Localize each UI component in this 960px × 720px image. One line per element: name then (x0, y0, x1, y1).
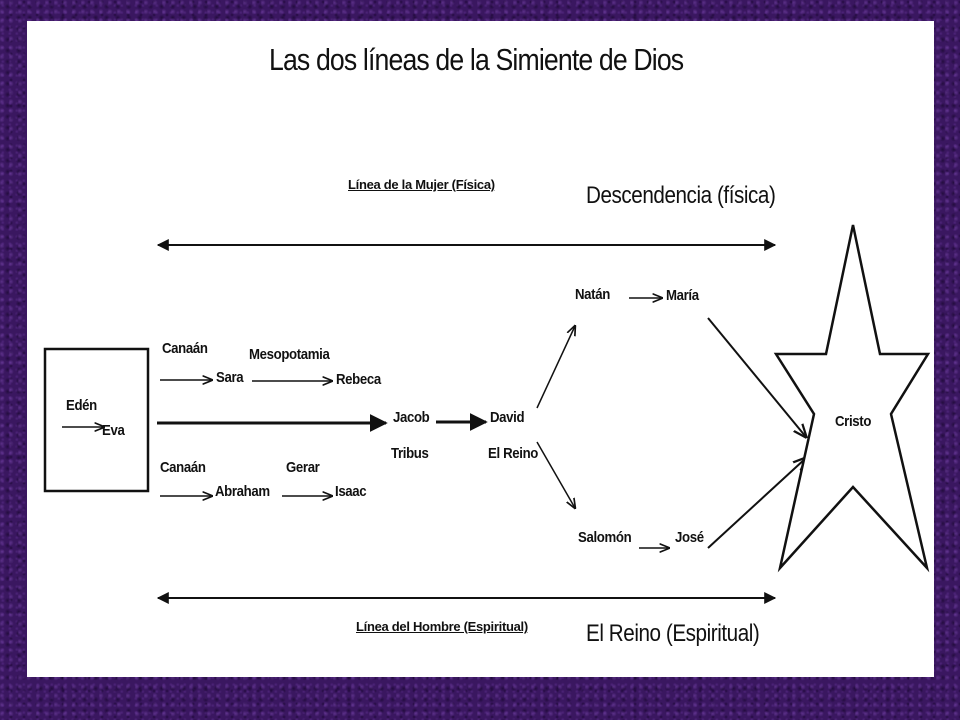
diagram-panel (27, 21, 934, 677)
bottom-line-label: Línea del Hombre (Espiritual) (356, 619, 528, 634)
node-maria: María (666, 287, 699, 304)
node-jacob: Jacob (393, 409, 430, 426)
page-title: Las dos líneas de la Simiente de Dios (269, 42, 684, 77)
node-rebeca: Rebeca (336, 371, 381, 388)
node-natan: Natán (575, 286, 610, 303)
node-tribus: Tribus (391, 445, 429, 462)
arrow-maria-cristo (707, 317, 806, 437)
node-canaan-top: Canaán (162, 340, 208, 357)
node-el-reino: El Reino (488, 445, 538, 462)
node-gerar: Gerar (286, 459, 320, 476)
node-eden: Edén (66, 397, 97, 414)
node-abraham: Abraham (215, 483, 270, 500)
eden-box (43, 347, 150, 493)
node-mesopotamia: Mesopotamia (249, 346, 330, 363)
arrow-david-salomon (536, 441, 575, 508)
node-salomon: Salomón (578, 529, 632, 546)
star-shape (773, 224, 931, 573)
bottom-line-caption: El Reino (Espiritual) (586, 620, 760, 647)
top-line-label: Línea de la Mujer (Física) (348, 177, 495, 192)
top-line-caption: Descendencia (física) (586, 182, 776, 209)
node-isaac: Isaac (335, 483, 367, 500)
node-david: David (490, 409, 525, 426)
arrow-david-natan (536, 326, 575, 409)
node-cristo: Cristo (835, 413, 872, 430)
node-sara: Sara (216, 369, 244, 386)
node-eva: Eva (102, 422, 125, 439)
node-jose: José (675, 529, 704, 546)
arrow-jose-cristo (707, 458, 806, 549)
node-canaan-bottom: Canaán (160, 459, 206, 476)
